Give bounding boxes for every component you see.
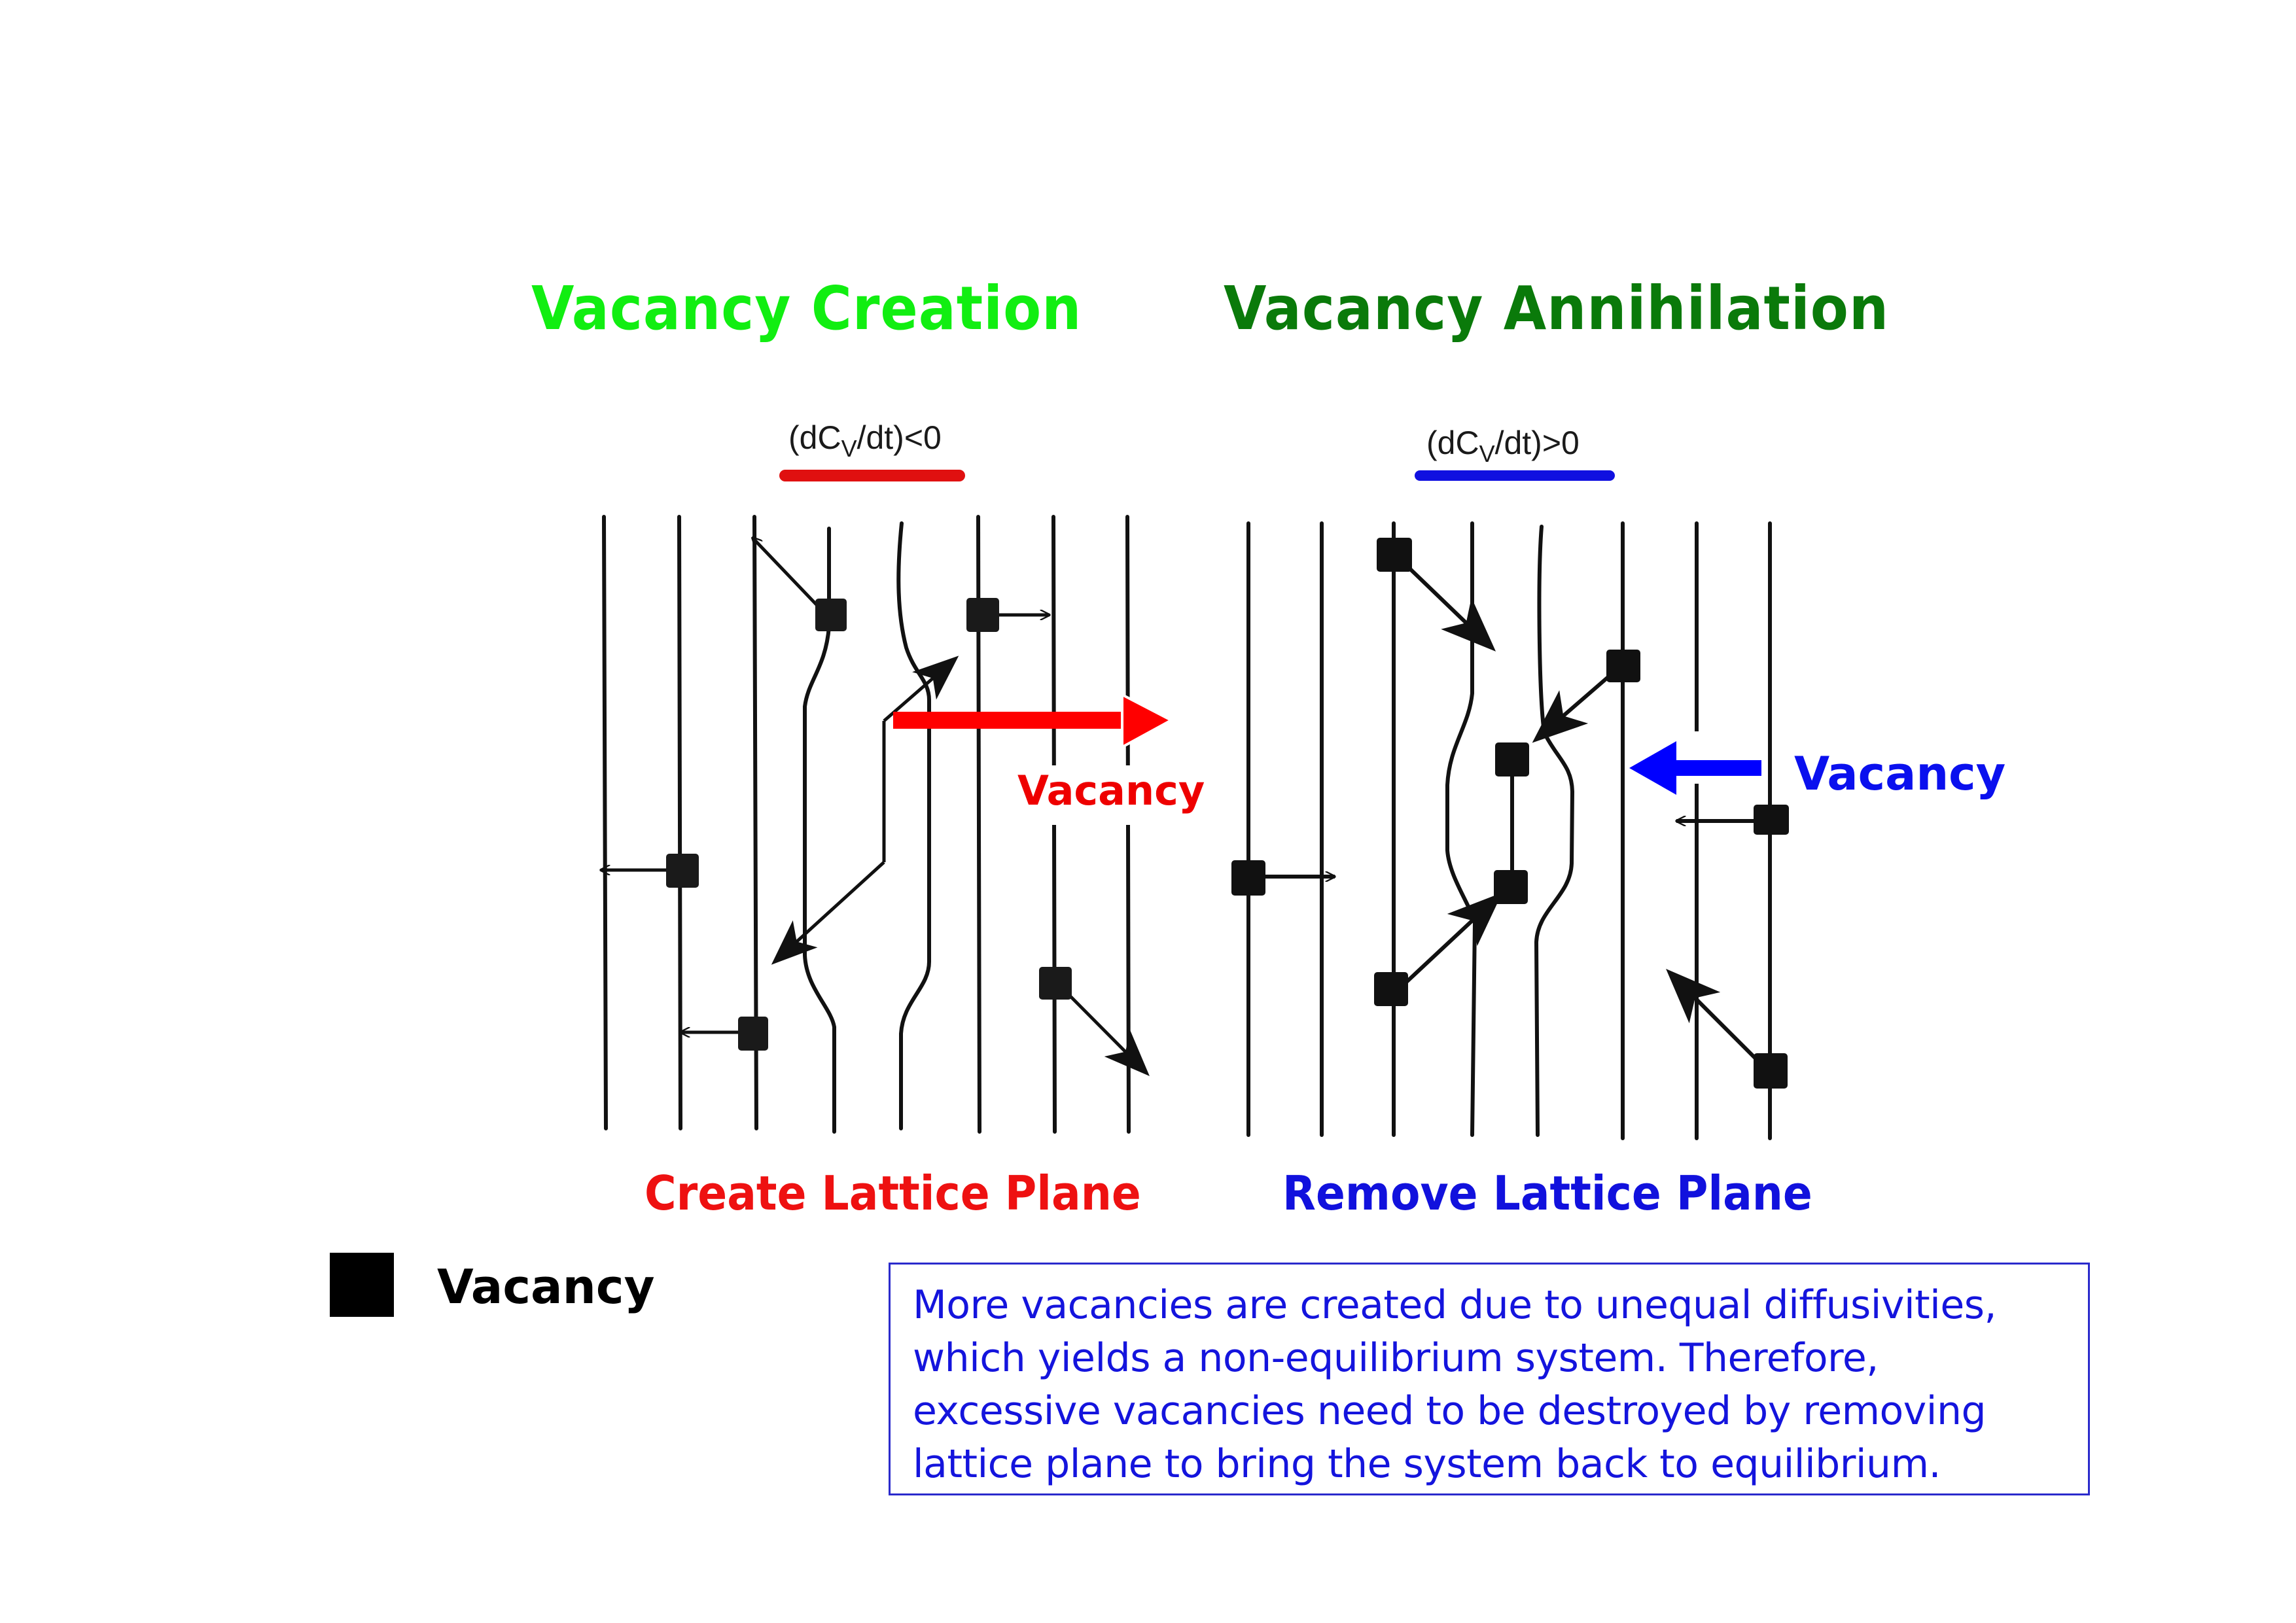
- vacancy-label-red: Vacancy: [1017, 765, 1214, 825]
- lattice-plane-bent: [803, 527, 836, 1134]
- legend-vacancy-square-icon: [330, 1253, 394, 1317]
- vacancy-square: [1495, 742, 1529, 777]
- vacancy-square: [966, 598, 999, 632]
- red-vacancy-arrow: [893, 692, 1174, 750]
- rate-prefix: (dC: [788, 419, 841, 456]
- jump-arrow: [1666, 969, 1769, 1072]
- rate-subscript: V: [841, 435, 857, 462]
- vacancy-square: [815, 599, 847, 631]
- rate-expression-negative: (dCV/dt)<0: [788, 419, 942, 462]
- jump-arrow: [1532, 665, 1621, 743]
- rate-expression-positive: (dCV/dt)>0: [1426, 424, 1580, 468]
- jump-arrow: [883, 655, 959, 722]
- right-vacancies: [1231, 538, 1789, 1089]
- vacancy-square: [1039, 967, 1072, 1000]
- arrow-shaft: [893, 712, 1122, 729]
- vacancy-label-blue: Vacancy: [1794, 747, 2006, 801]
- lattice-plane: [677, 515, 682, 1130]
- legend-vacancy-label: Vacancy: [437, 1259, 655, 1314]
- vacancy-square: [1377, 538, 1412, 572]
- caption-remove-lattice-plane: Remove Lattice Plane: [1282, 1166, 1812, 1221]
- caption-create-lattice-plane: Create Lattice Plane: [645, 1166, 1141, 1221]
- arrow-head: [1121, 692, 1174, 750]
- jump-arrow: [1057, 983, 1150, 1076]
- rate-suffix: /dt)<0: [857, 419, 942, 456]
- vacancy-square: [1606, 650, 1640, 682]
- vacancy-square: [1754, 1053, 1788, 1089]
- explanation-text: More vacancies are created due to unequa…: [913, 1282, 1997, 1487]
- vacancy-square: [1374, 972, 1408, 1006]
- lattice-plane-bent: [1534, 525, 1575, 1137]
- vacancy-square: [666, 854, 699, 888]
- vacancy-square: [1754, 805, 1789, 835]
- jump-arrow: [752, 538, 824, 613]
- vacancy-square: [738, 1017, 768, 1051]
- rate-suffix: /dt)>0: [1494, 425, 1580, 461]
- jump-arrow: [1402, 561, 1496, 652]
- arrow-head: [1629, 741, 1676, 795]
- jump-arrow: [771, 861, 885, 965]
- arrow-shaft: [1675, 760, 1761, 776]
- lattice-plane-bent: [1445, 521, 1477, 1137]
- right-lattice: [1246, 521, 1772, 1140]
- lattice-plane-bent: [896, 521, 931, 1130]
- vacancy-square: [1231, 860, 1265, 896]
- explanation-box: More vacancies are created due to unequa…: [889, 1263, 2090, 1495]
- blue-vacancy-arrow: [1629, 731, 1761, 795]
- lattice-plane: [602, 515, 608, 1130]
- rate-subscript: V: [1479, 440, 1495, 467]
- left-vacancies: [666, 598, 1072, 1051]
- left-vacancy-jumps: [601, 538, 1150, 1076]
- rate-prefix: (dC: [1426, 425, 1479, 461]
- vacancy-square: [1494, 870, 1528, 904]
- right-vacancy-jumps: [1256, 561, 1769, 1072]
- jump-arrow: [1398, 892, 1503, 990]
- title-vacancy-creation: Vacancy Creation: [531, 273, 1082, 343]
- title-vacancy-annihilation: Vacancy Annihilation: [1224, 273, 1890, 343]
